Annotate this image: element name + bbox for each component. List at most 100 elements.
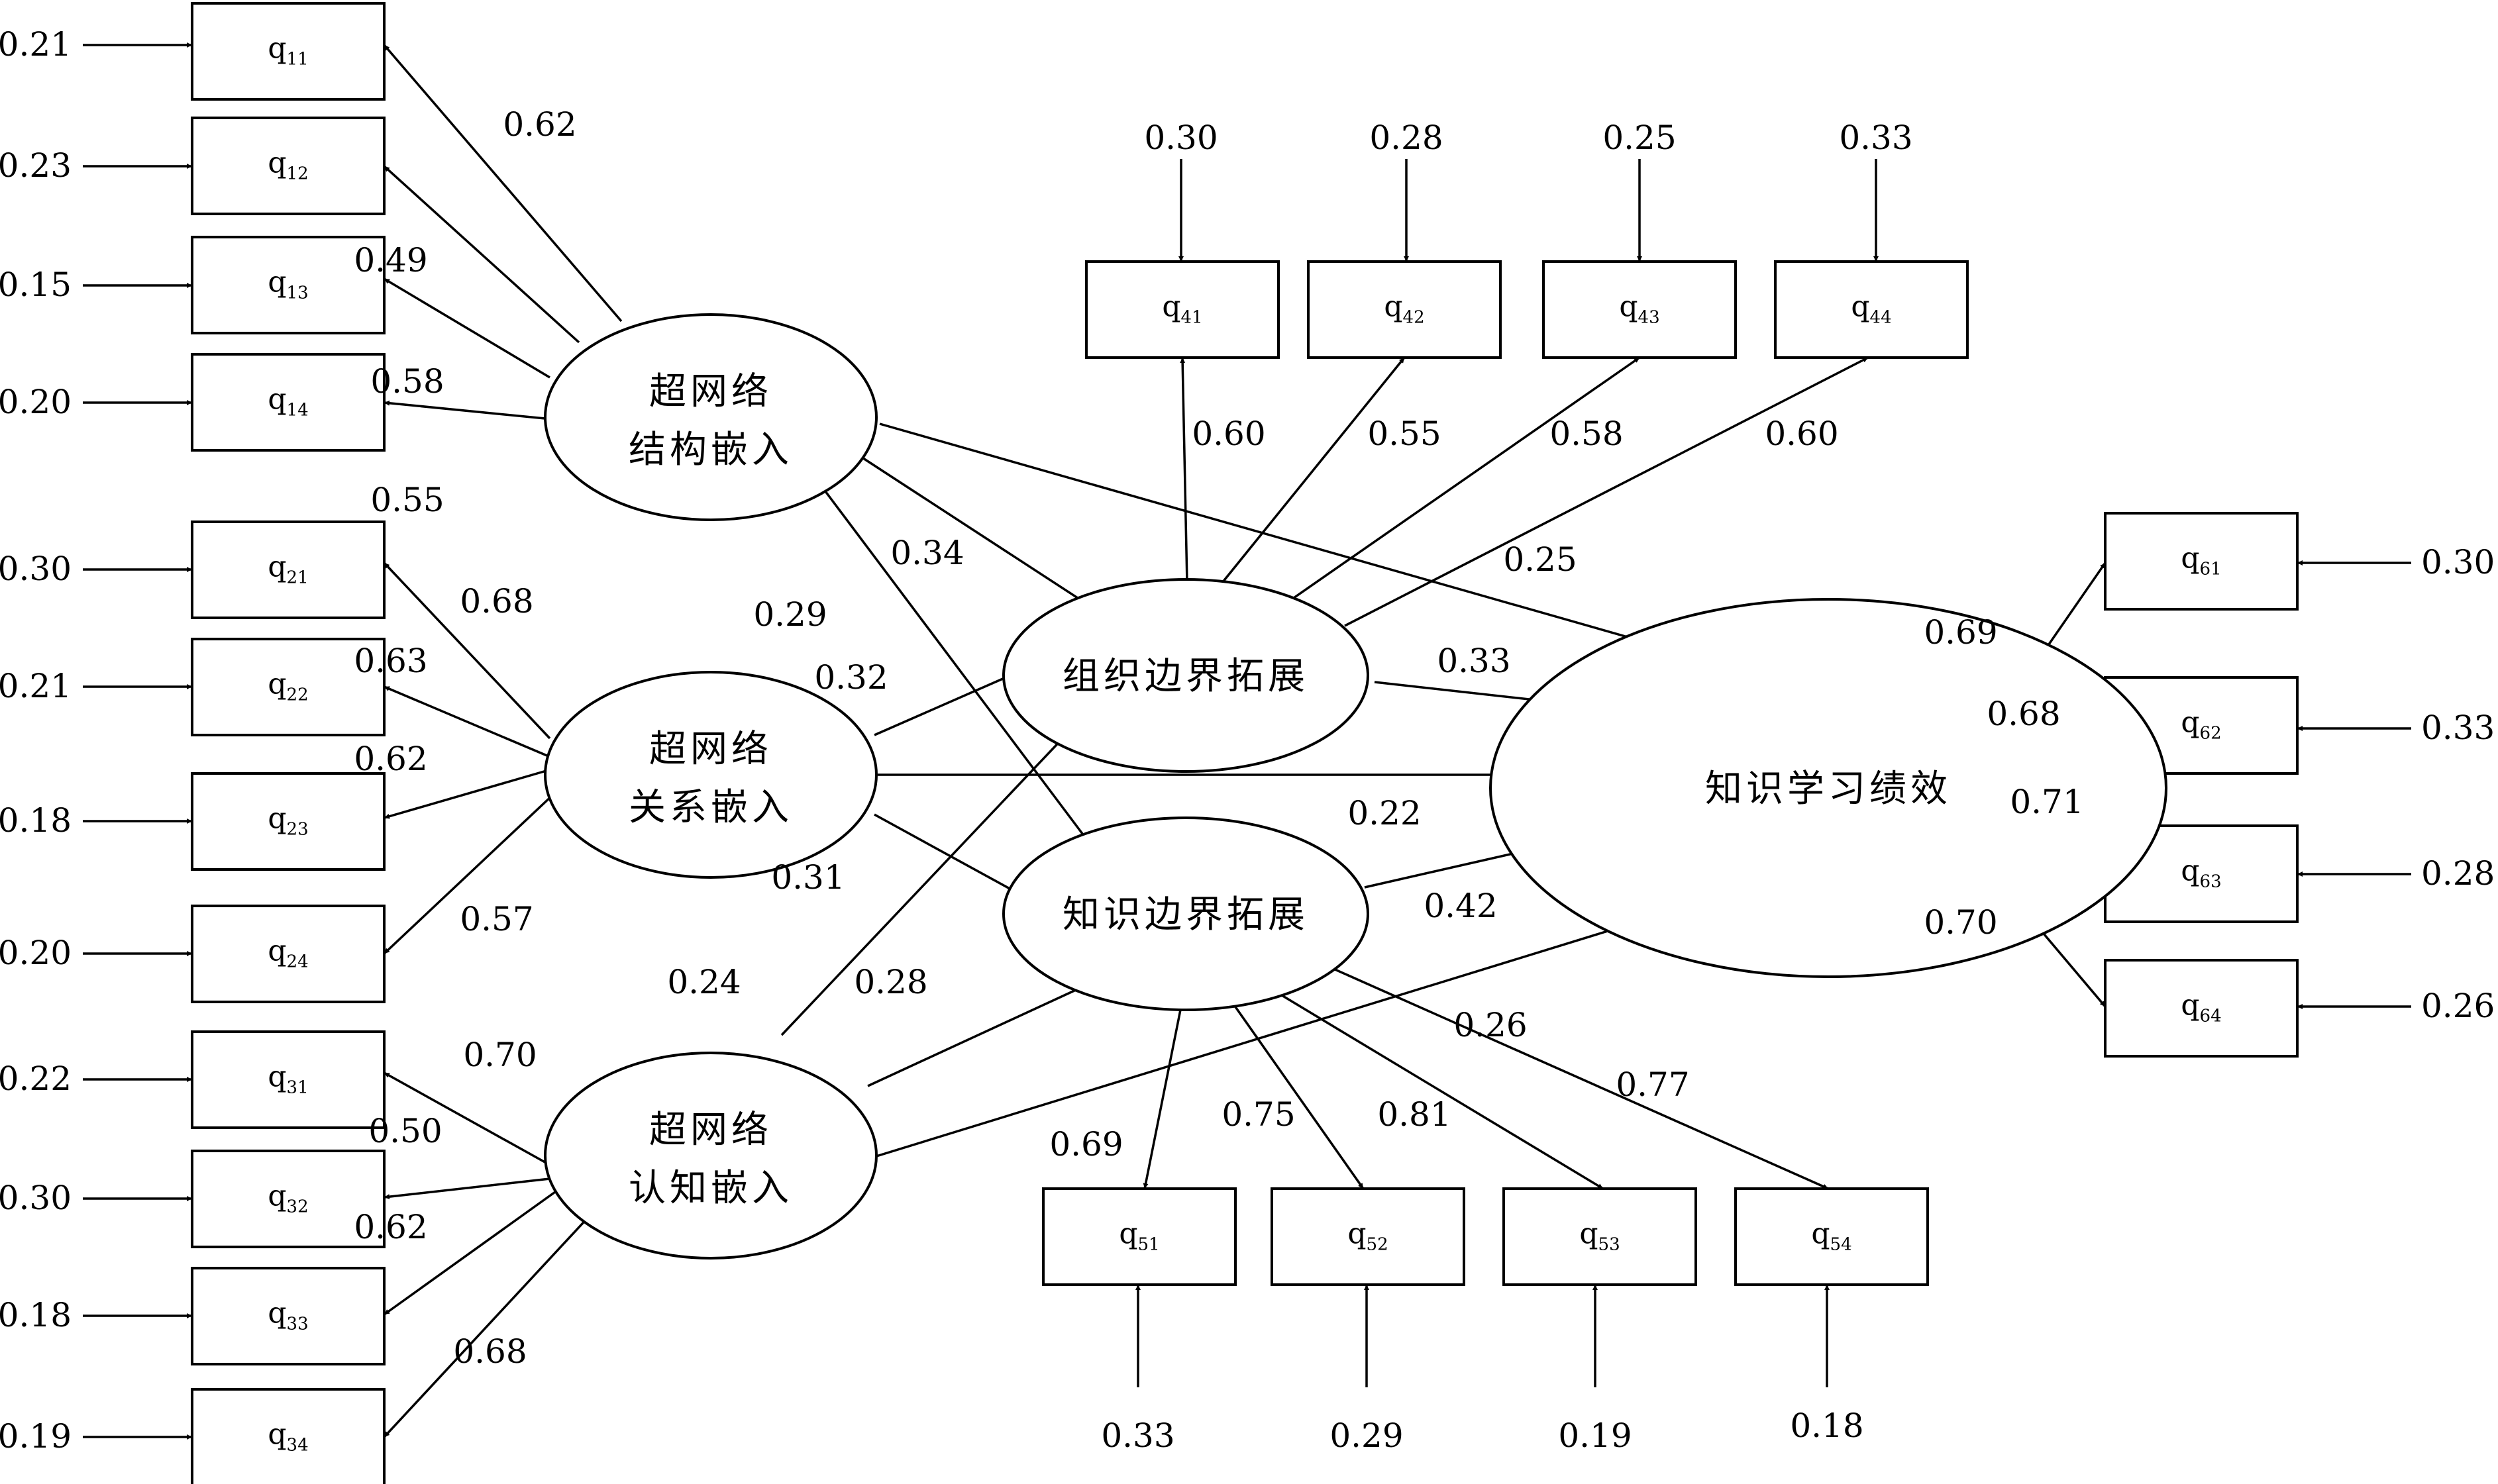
error-label-q54: 0.18 xyxy=(1790,1407,1863,1445)
path-arrow-l1-l5 xyxy=(812,474,1088,840)
indicator-box-q22: q22 xyxy=(191,638,386,736)
indicator-box-q54: q54 xyxy=(1734,1187,1929,1286)
error-label-q34: 0.19 xyxy=(0,1417,72,1456)
error-label-q32: 0.30 xyxy=(0,1179,72,1217)
latent-label-l5: 知识边界拓展 xyxy=(1063,893,1309,936)
indicator-box-q52: q52 xyxy=(1271,1187,1465,1286)
indicator-label-q33: q33 xyxy=(268,1297,308,1334)
indicator-label-q32: q32 xyxy=(268,1179,308,1217)
loading-label-q31: 0.70 xyxy=(463,1036,537,1074)
indicator-box-q64: q64 xyxy=(2104,959,2299,1058)
loading-arrow-q44 xyxy=(1344,356,1869,627)
error-label-q52: 0.29 xyxy=(1329,1416,1403,1455)
loading-label-q32: 0.50 xyxy=(368,1112,442,1150)
indicator-label-q22: q22 xyxy=(268,668,308,705)
indicator-box-q12: q12 xyxy=(191,117,386,215)
loading-label-q23: 0.62 xyxy=(354,740,427,778)
loading-arrow-q21 xyxy=(383,562,551,740)
loading-label-q54: 0.77 xyxy=(1616,1065,1689,1104)
loading-arrow-q13 xyxy=(384,277,550,379)
indicator-box-q42: q42 xyxy=(1307,260,1502,359)
error-label-q31: 0.22 xyxy=(0,1060,72,1098)
loading-label-q62: 0.68 xyxy=(1987,695,2060,733)
error-label-q63: 0.28 xyxy=(2421,854,2495,893)
latent-label-l6: 知识学习绩效 xyxy=(1705,767,1952,811)
error-label-q11: 0.21 xyxy=(0,25,72,64)
loading-label-q53: 0.81 xyxy=(1377,1095,1451,1134)
path-label-l2-l5: 0.31 xyxy=(771,858,845,897)
indicator-box-q41: q41 xyxy=(1085,260,1280,359)
indicator-box-q21: q21 xyxy=(191,520,386,619)
loading-arrow-q51 xyxy=(1143,983,1187,1189)
loading-label-q64: 0.70 xyxy=(1924,903,1997,942)
path-label-l4-l6: 0.33 xyxy=(1437,642,1510,680)
indicator-box-q24: q24 xyxy=(191,905,386,1003)
indicator-label-q62: q62 xyxy=(2181,706,2221,744)
path-label-l2-l4: 0.32 xyxy=(814,658,888,697)
latent-label-l1: 超网络 xyxy=(649,370,772,413)
path-label-l3-l6: 0.26 xyxy=(1453,1006,1527,1044)
indicator-box-q13: q13 xyxy=(191,236,386,334)
indicator-box-q23: q23 xyxy=(191,772,386,871)
indicator-label-q42: q42 xyxy=(1384,290,1424,328)
loading-label-q41: 0.60 xyxy=(1192,415,1265,453)
loading-arrow-q11 xyxy=(383,44,623,322)
indicator-label-q43: q43 xyxy=(1619,290,1659,328)
indicator-label-q52: q52 xyxy=(1347,1217,1388,1255)
indicator-box-q14: q14 xyxy=(191,353,386,452)
loading-arrow-q12 xyxy=(383,165,580,344)
latent-l6: 知识学习绩效 xyxy=(1489,598,2167,978)
indicator-label-q13: q13 xyxy=(268,266,308,303)
error-label-q33: 0.18 xyxy=(0,1296,72,1334)
loading-arrow-q24 xyxy=(383,793,554,955)
indicator-label-q51: q51 xyxy=(1119,1217,1159,1255)
error-label-q12: 0.23 xyxy=(0,146,72,185)
loading-arrow-q41 xyxy=(1180,357,1188,583)
path-arrow-l3-l4 xyxy=(780,722,1078,1036)
indicator-box-q11: q11 xyxy=(191,2,386,101)
latent-label-l1-line2: 结构嵌入 xyxy=(629,428,793,471)
indicator-box-q31: q31 xyxy=(191,1030,386,1129)
loading-label-q14: 0.55 xyxy=(370,481,444,519)
path-label-l1-l6: 0.25 xyxy=(1503,540,1577,579)
indicator-label-q12: q12 xyxy=(268,146,308,184)
indicator-label-q21: q21 xyxy=(268,550,308,588)
path-arrow-l1-l4 xyxy=(860,456,1096,611)
path-label-l1-l5: 0.29 xyxy=(753,595,827,634)
loading-arrow-q33 xyxy=(383,1187,561,1316)
indicator-label-q41: q41 xyxy=(1162,290,1202,328)
indicator-label-q34: q34 xyxy=(268,1418,308,1456)
error-label-q44: 0.33 xyxy=(1839,119,1912,157)
loading-label-q42: 0.55 xyxy=(1367,415,1441,453)
error-label-q14: 0.20 xyxy=(0,383,72,421)
indicator-label-q44: q44 xyxy=(1851,290,1891,328)
latent-label-l2: 超网络 xyxy=(649,728,772,771)
error-label-q64: 0.26 xyxy=(2421,987,2495,1025)
latent-label-l2-line2: 关系嵌入 xyxy=(629,786,793,829)
loading-label-q34: 0.68 xyxy=(453,1332,527,1371)
latent-label-l3-line2: 认知嵌入 xyxy=(629,1167,793,1210)
error-label-q13: 0.15 xyxy=(0,266,72,304)
error-label-q23: 0.18 xyxy=(0,801,72,840)
indicator-label-q63: q63 xyxy=(2181,854,2221,892)
indicator-label-q24: q24 xyxy=(268,934,308,972)
error-label-q61: 0.30 xyxy=(2421,543,2495,581)
loading-label-q63: 0.71 xyxy=(2010,783,2083,821)
indicator-box-q51: q51 xyxy=(1042,1187,1237,1286)
error-label-q21: 0.30 xyxy=(0,550,72,588)
loading-arrow-q14 xyxy=(384,400,546,420)
loading-label-q52: 0.75 xyxy=(1222,1095,1295,1134)
indicator-label-q14: q14 xyxy=(268,383,308,420)
indicator-box-q53: q53 xyxy=(1502,1187,1697,1286)
path-label-l3-l4: 0.24 xyxy=(667,963,741,1001)
path-label-l1-l4: 0.34 xyxy=(890,534,964,572)
loading-arrow-q22 xyxy=(384,685,549,758)
latent-label-l4: 组织边界拓展 xyxy=(1063,655,1309,698)
indicator-label-q23: q23 xyxy=(268,802,308,840)
error-label-q24: 0.20 xyxy=(0,934,72,972)
indicator-label-q53: q53 xyxy=(1579,1217,1620,1255)
error-label-q53: 0.19 xyxy=(1558,1416,1632,1455)
path-label-l5-l6: 0.42 xyxy=(1424,887,1497,925)
error-label-q41: 0.30 xyxy=(1144,119,1218,157)
